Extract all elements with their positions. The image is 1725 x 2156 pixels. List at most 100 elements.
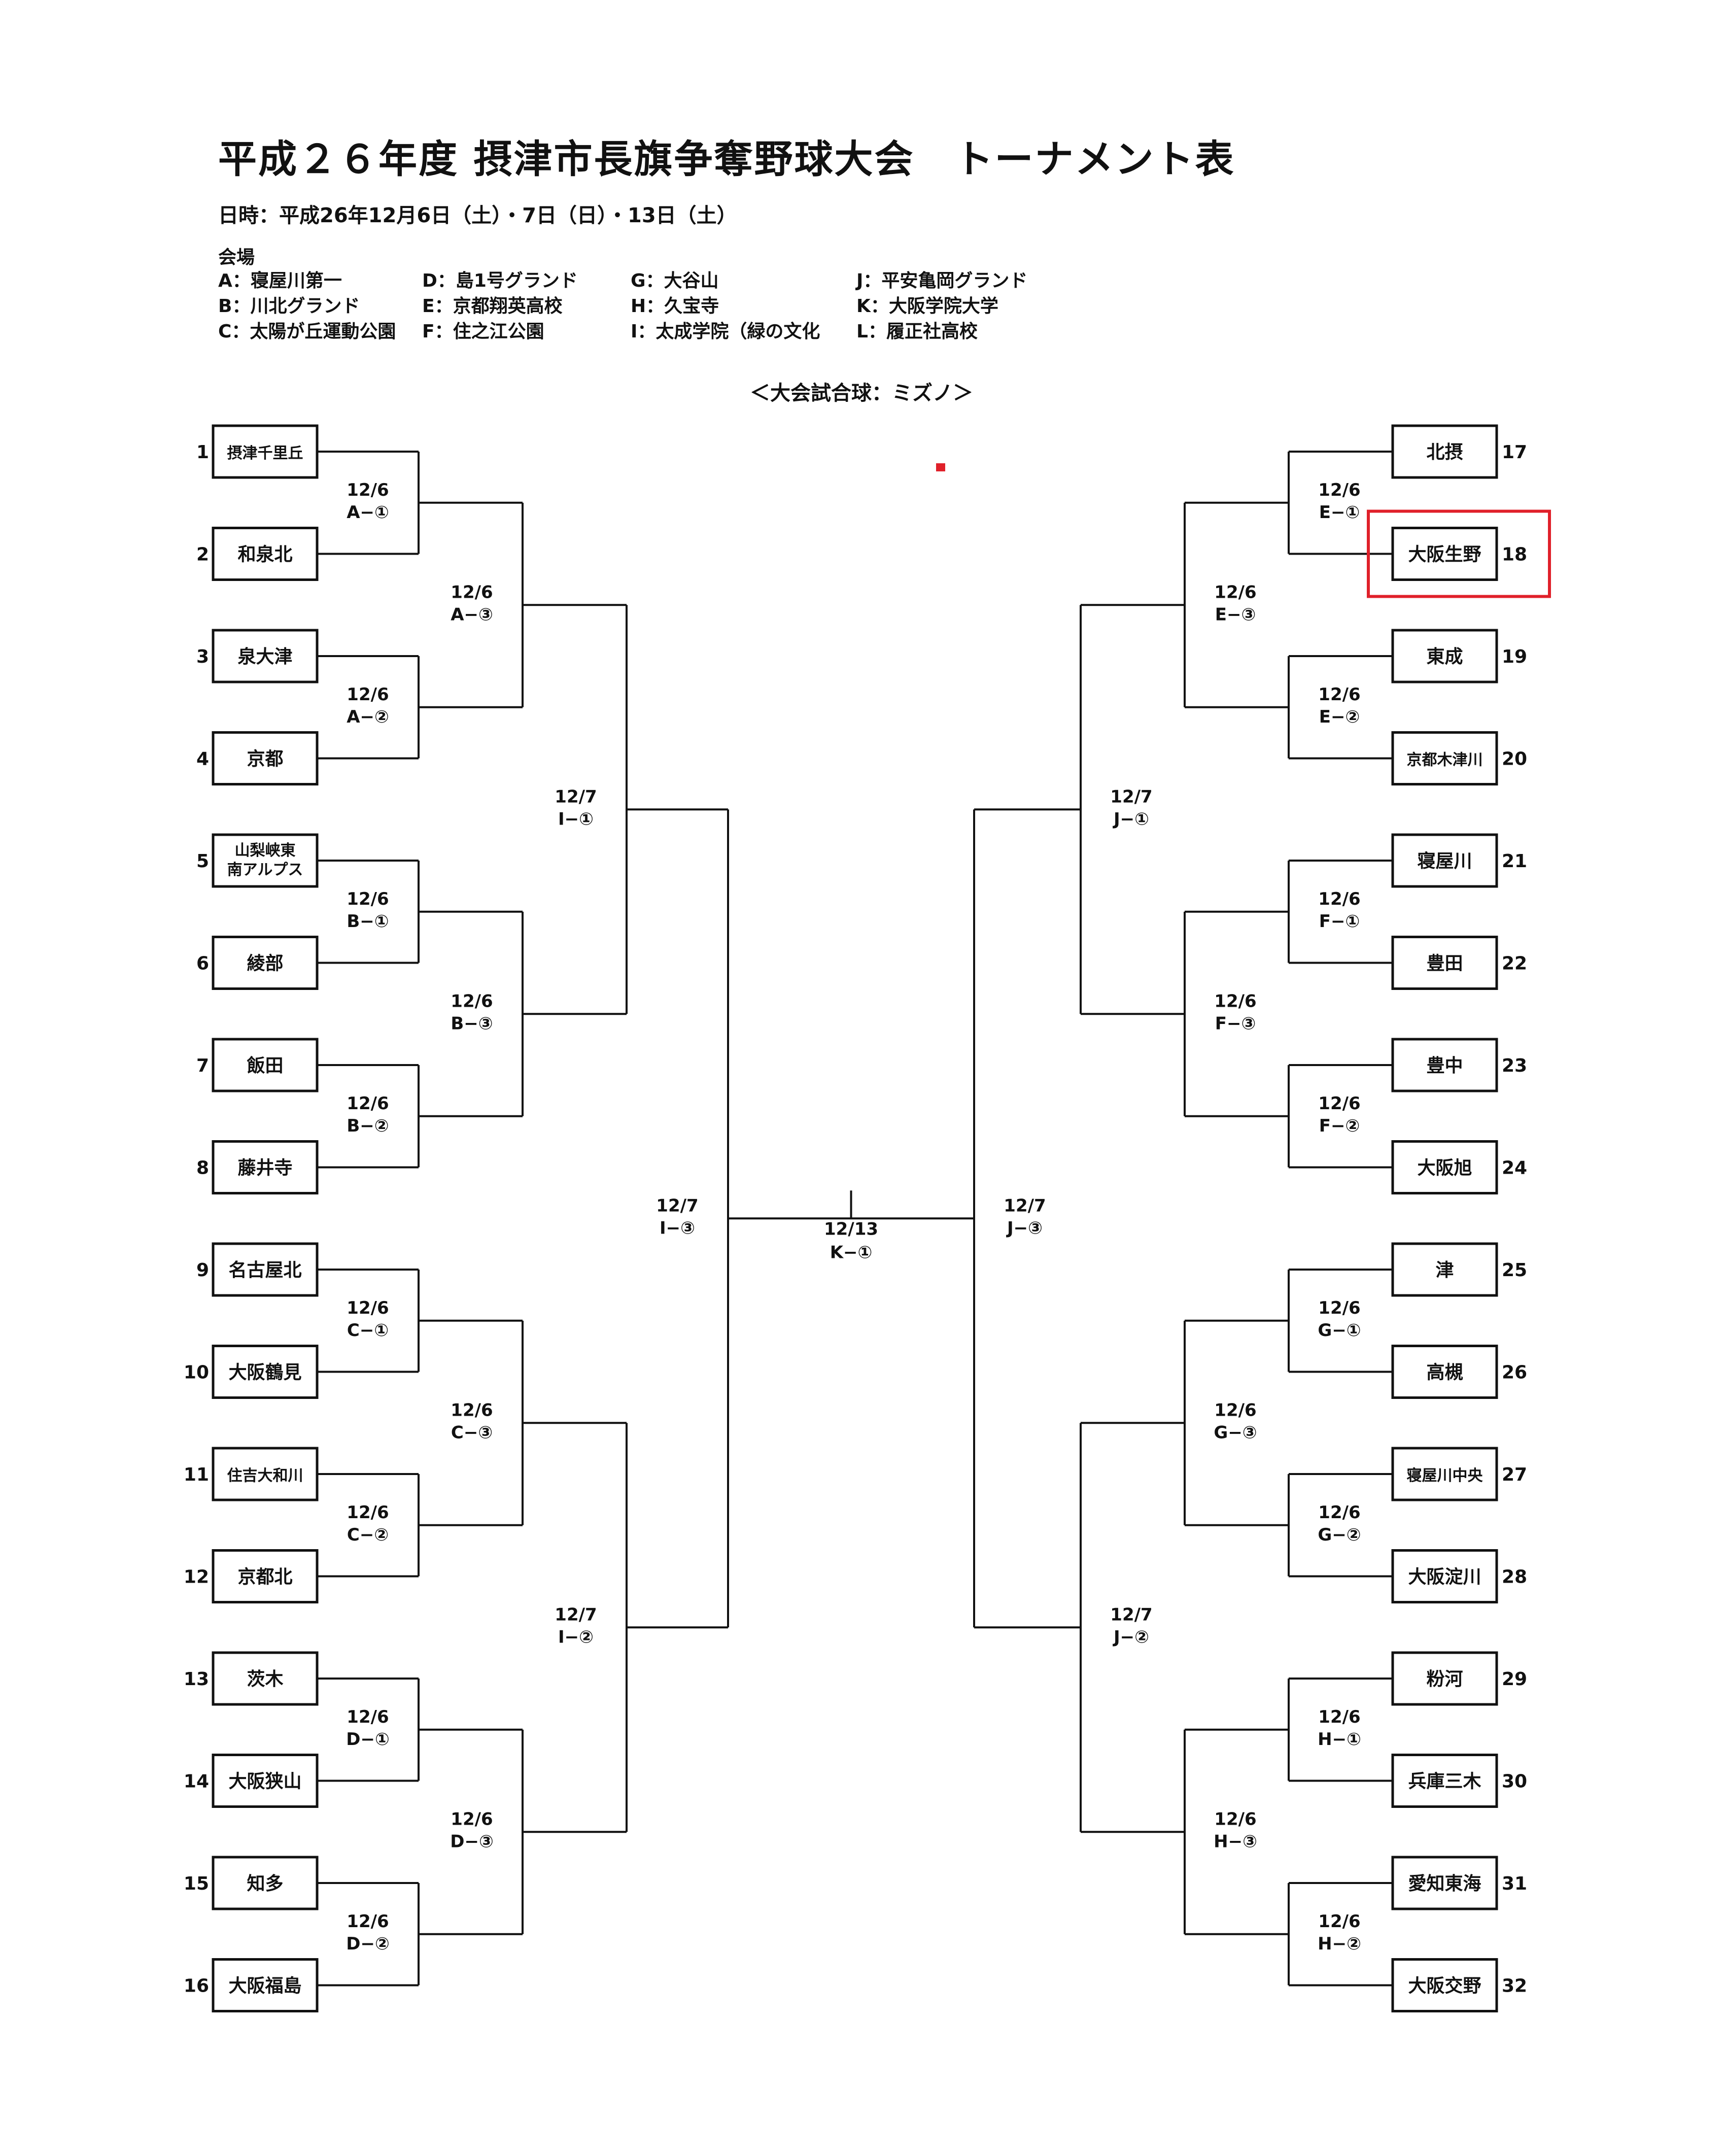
team-name: 大阪生野 (1408, 544, 1481, 565)
team-name: 京都北 (237, 1566, 292, 1588)
match-right-r3-date: 12/7 (1110, 1604, 1152, 1625)
team-name: 南アルプス (227, 861, 303, 879)
match-left-r1-date: 12/6 (347, 685, 389, 705)
team-seed: 24 (1502, 1158, 1527, 1179)
team-name: 高槻 (1426, 1362, 1463, 1383)
match-left-r2-date: 12/6 (451, 991, 493, 1011)
match-right-r1-date: 12/6 (1318, 685, 1360, 705)
match-right-r1-code: G−② (1318, 1525, 1361, 1545)
match-left-r1-date: 12/6 (347, 1093, 389, 1114)
team-seed: 25 (1502, 1260, 1527, 1281)
match-left-r2-code: C−③ (451, 1422, 493, 1443)
match-right-r2-code: H−③ (1214, 1831, 1257, 1852)
match-right-r1-code: H−② (1318, 1934, 1361, 1954)
team-seed: 19 (1502, 646, 1527, 667)
team-name: 北摂 (1426, 442, 1463, 463)
venue-c: C：太陽が丘運動公園 (218, 321, 396, 342)
match-right-r2-code: E−③ (1215, 604, 1256, 625)
match-right-r2-date: 12/6 (1214, 1809, 1256, 1829)
match-left-r1-code: A−② (347, 707, 389, 727)
team-seed: 7 (196, 1055, 209, 1076)
venue-i: I：太成学院（緑の文化 (631, 321, 820, 342)
team-name: 泉大津 (237, 646, 292, 667)
team-box (212, 424, 319, 479)
team-seed: 26 (1502, 1362, 1527, 1383)
match-left-r3-date: 12/7 (555, 786, 597, 807)
match-right-r1-code: E−② (1319, 707, 1360, 727)
match-right-r1-date: 12/6 (1318, 1298, 1360, 1318)
team-name: 豊中 (1426, 1055, 1463, 1076)
match-right-r1-code: H−① (1318, 1729, 1361, 1750)
team-seed: 4 (196, 749, 209, 770)
team-box (1391, 629, 1498, 683)
team-seed: 23 (1502, 1055, 1527, 1076)
team-box (1391, 1140, 1498, 1194)
match-right-r1-date: 12/6 (1318, 889, 1360, 909)
team-box (1391, 833, 1498, 888)
team-seed: 32 (1502, 1976, 1527, 1997)
team-name: 東成 (1426, 646, 1463, 667)
match-right-r3-code: J−② (1113, 1627, 1149, 1647)
team-seed: 9 (196, 1260, 209, 1281)
team-box (1391, 1856, 1498, 1910)
team-seed: 28 (1502, 1567, 1527, 1588)
team-box (1391, 1447, 1498, 1501)
match-left-r1-code: B−① (347, 911, 389, 932)
team-seed: 16 (184, 1976, 209, 1997)
team-name: 知多 (247, 1873, 283, 1894)
match-left-r1-date: 12/6 (347, 1911, 389, 1932)
team-seed: 8 (196, 1158, 209, 1179)
match-right-r2-date: 12/6 (1214, 582, 1256, 602)
match-left-r3-date: 12/7 (555, 1604, 597, 1625)
match-left-r4-date: 12/7 (656, 1195, 698, 1216)
team-seed: 2 (196, 544, 209, 565)
venue-label: 会場 (218, 247, 255, 268)
venue-b: B：川北グランド (218, 296, 360, 317)
team-name: 寝屋川 (1417, 850, 1472, 872)
team-name: 津 (1435, 1260, 1454, 1281)
team-name: 住吉大和川 (227, 1467, 303, 1485)
team-box (212, 833, 319, 888)
team-box (212, 1856, 319, 1910)
red-mark (936, 463, 945, 471)
team-box (212, 1447, 319, 1501)
team-seed: 1 (196, 442, 209, 463)
match-right-r2-code: G−③ (1214, 1422, 1257, 1443)
team-seed: 17 (1502, 442, 1527, 463)
team-name: 大阪狭山 (228, 1771, 301, 1792)
team-box (212, 936, 319, 990)
match-left-r1-date: 12/6 (347, 1298, 389, 1318)
match-left-r1-date: 12/6 (347, 1707, 389, 1727)
match-left-r2-code: B−③ (451, 1013, 493, 1034)
team-box (212, 1242, 319, 1297)
team-seed: 3 (196, 646, 209, 667)
match-right-r4-date: 12/7 (1004, 1195, 1046, 1216)
match-right-r1-code: F−① (1319, 911, 1360, 932)
team-name: 大阪淀川 (1408, 1567, 1481, 1588)
team-box (212, 1651, 319, 1706)
team-box (212, 629, 319, 683)
team-name: 名古屋北 (228, 1260, 301, 1281)
team-seed: 30 (1502, 1771, 1527, 1792)
team-seed: 10 (184, 1362, 209, 1383)
team-box (1391, 936, 1498, 990)
match-left-r1-code: C−② (347, 1525, 389, 1545)
venue-h: H：久宝寺 (631, 296, 719, 317)
team-seed: 27 (1502, 1464, 1527, 1485)
team-box (212, 1345, 319, 1399)
venue-d: D：島1号グランド (422, 270, 578, 291)
match-right-r1-code: F−② (1319, 1116, 1360, 1136)
team-seed: 14 (184, 1771, 209, 1792)
match-right-r2-date: 12/6 (1214, 1400, 1256, 1420)
match-right-r1-date: 12/6 (1318, 1502, 1360, 1523)
match-right-r2-date: 12/6 (1214, 991, 1256, 1011)
highlight-box (1367, 509, 1551, 598)
match-left-r2-code: A−③ (451, 604, 493, 625)
match-left-r1-date: 12/6 (347, 1502, 389, 1523)
match-left-r1-code: A−① (347, 502, 389, 523)
team-seed: 15 (184, 1873, 209, 1894)
team-name: 茨木 (247, 1669, 283, 1690)
team-box (1391, 1754, 1498, 1808)
team-seed: 12 (184, 1567, 209, 1588)
